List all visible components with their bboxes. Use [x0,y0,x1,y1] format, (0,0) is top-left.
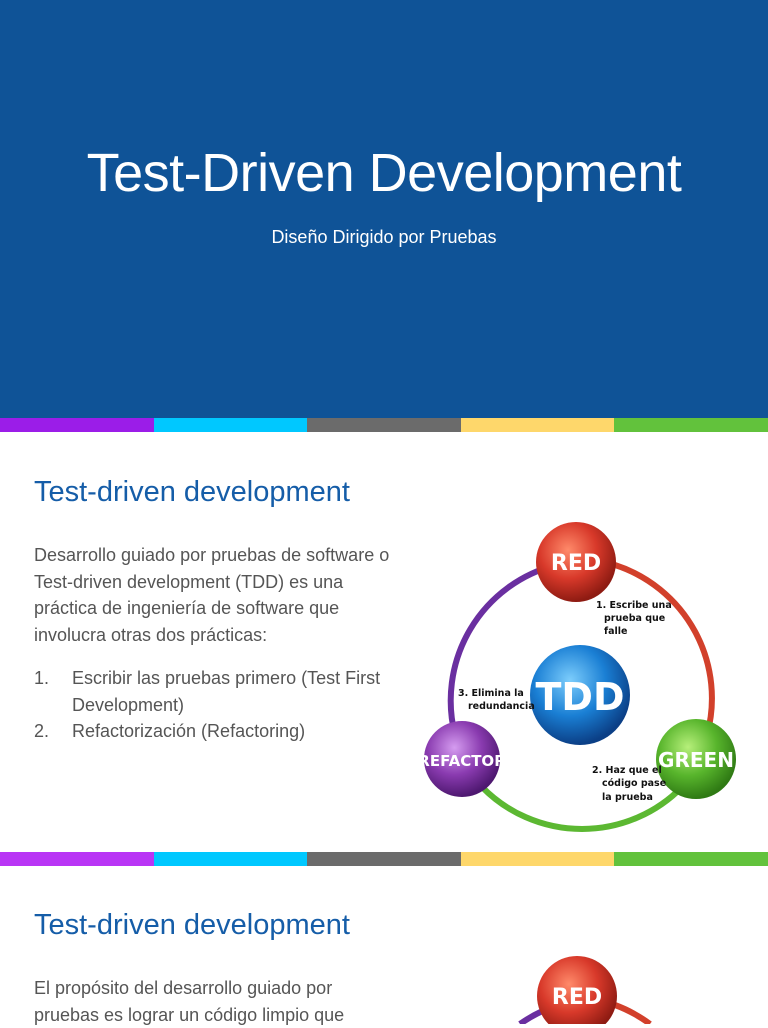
arc-green [479,784,685,832]
svg-text:prueba que: prueba que [604,613,665,624]
svg-text:RED: RED [552,985,602,1010]
slide2-title: Test-driven development [34,909,350,941]
stripe-purple [0,418,154,432]
svg-text:la prueba: la prueba [602,792,653,803]
stripe-cyan [153,418,308,432]
svg-text:RED: RED [551,551,601,576]
slide1-title: Test-driven development [34,476,350,508]
color-stripe-divider [0,418,768,432]
presentation-subtitle: Diseño Dirigido por Pruebas [271,227,497,247]
tdd-cycle-diagram-2: RED [518,956,652,1024]
svg-text:falle: falle [604,626,628,637]
tdd-cycle-diagram: RED GREEN REFACTOR TDD 1. Escribe una pr… [420,522,736,832]
svg-text:2. Haz que el: 2. Haz que el [592,765,662,776]
title-slide: Test-Driven Development Diseño Dirigido … [0,0,768,418]
step3-caption: 3. Elimina la redundancia [458,688,535,712]
svg-text:GREEN: GREEN [658,748,734,772]
arc-red [614,562,715,736]
stripe-green [614,418,768,432]
stripe-cyan [153,852,308,866]
step1-caption: 1. Escribe una prueba que falle [596,600,672,637]
color-stripe-divider-2 [0,852,768,866]
slide2-paragraph: El propósito del desarrollo guiado por p… [34,978,345,1025]
red-ball: RED [536,522,616,602]
svg-text:1. Escribe una: 1. Escribe una [596,600,672,611]
svg-text:3. Elimina la: 3. Elimina la [458,688,524,699]
slide1-list: 1.Escribir las pruebas primero (Test Fir… [34,665,414,745]
step2-caption: 2. Haz que el código pase la prueba [592,765,666,803]
red-ball: RED [537,956,617,1024]
slide1-paragraph: Desarrollo guiado por pruebas de softwar… [34,545,390,645]
list-item: 1.Escribir las pruebas primero (Test Fir… [34,668,381,715]
list-item: 2.Refactorización (Refactoring) [34,721,306,741]
stripe-yellow [460,418,615,432]
svg-text:REFACTOR: REFACTOR [420,752,506,770]
tdd-center-ball: TDD [530,645,630,745]
stripe-green [614,852,768,866]
stripe-yellow [460,852,615,866]
stripe-gray [307,418,461,432]
refactor-ball: REFACTOR [420,721,506,797]
svg-text:TDD: TDD [535,675,624,719]
stripe-purple [0,852,154,866]
presentation-title: Test-Driven Development [86,143,682,203]
svg-text:código pase: código pase [602,778,666,789]
green-ball: GREEN [656,719,736,799]
svg-text:redundancia: redundancia [468,701,535,712]
arc-purple [447,562,557,736]
stripe-gray [307,852,461,866]
